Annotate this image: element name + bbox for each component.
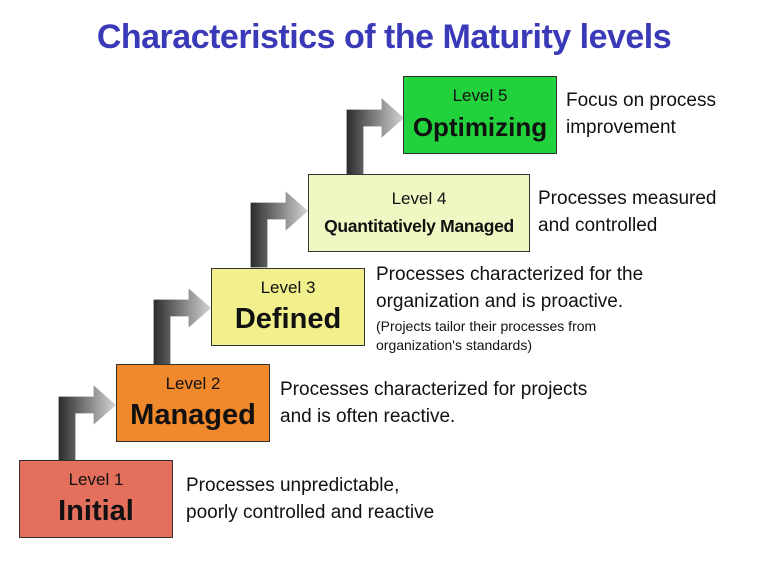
level-4-name: Quantitatively Managed <box>324 216 514 236</box>
level-3-name: Defined <box>234 303 342 335</box>
step-arrow-2-icon <box>152 285 213 366</box>
step-arrow-3-icon <box>249 188 310 269</box>
level-5-description: Focus on process improvement <box>566 87 716 141</box>
level-4-box: Level 4 Quantitatively Managed <box>308 174 530 252</box>
level-2-description-line: and is often reactive. <box>280 406 456 427</box>
level-1-description-line: poorly controlled and reactive <box>186 502 435 523</box>
page-title: Characteristics of the Maturity levels <box>96 18 672 56</box>
level-4-label: Level 4 <box>391 189 447 208</box>
level-3-description: Processes characterized for the organiza… <box>376 261 643 355</box>
step-arrow-1-icon <box>57 382 118 463</box>
level-2-name: Managed <box>130 399 256 431</box>
level-5-description-line: improvement <box>566 117 676 138</box>
level-3-description-line: organization and is proactive. <box>376 291 624 312</box>
level-4-description-line: Processes measured <box>538 188 717 209</box>
level-1-label: Level 1 <box>68 470 124 489</box>
level-3-note-line: (Projects tailor their processes from <box>376 318 597 334</box>
step-arrow-4-icon <box>345 95 406 176</box>
level-3-label: Level 3 <box>260 278 316 297</box>
level-5-label: Level 5 <box>452 86 508 105</box>
level-2-box: Level 2 Managed <box>116 364 270 442</box>
level-2-description-line: Processes characterized for projects <box>280 379 588 400</box>
level-3-note: (Projects tailor their processes from or… <box>376 317 643 355</box>
level-1-description: Processes unpredictable, poorly controll… <box>186 472 434 526</box>
level-4-description-line: and controlled <box>538 215 658 236</box>
level-1-box: Level 1 Initial <box>19 460 173 538</box>
level-5-description-line: Focus on process <box>566 90 716 111</box>
level-2-label: Level 2 <box>165 374 221 393</box>
level-4-description: Processes measured and controlled <box>538 185 716 239</box>
level-5-name: Optimizing <box>412 112 548 142</box>
level-1-description-line: Processes unpredictable, <box>186 475 400 496</box>
level-1-name: Initial <box>58 495 134 527</box>
level-2-description: Processes characterized for projects and… <box>280 376 587 430</box>
level-5-box: Level 5 Optimizing <box>403 76 557 154</box>
level-3-box: Level 3 Defined <box>211 268 365 346</box>
level-3-description-line: Processes characterized for the <box>376 264 644 285</box>
level-3-note-line: organization's standards) <box>376 337 532 353</box>
